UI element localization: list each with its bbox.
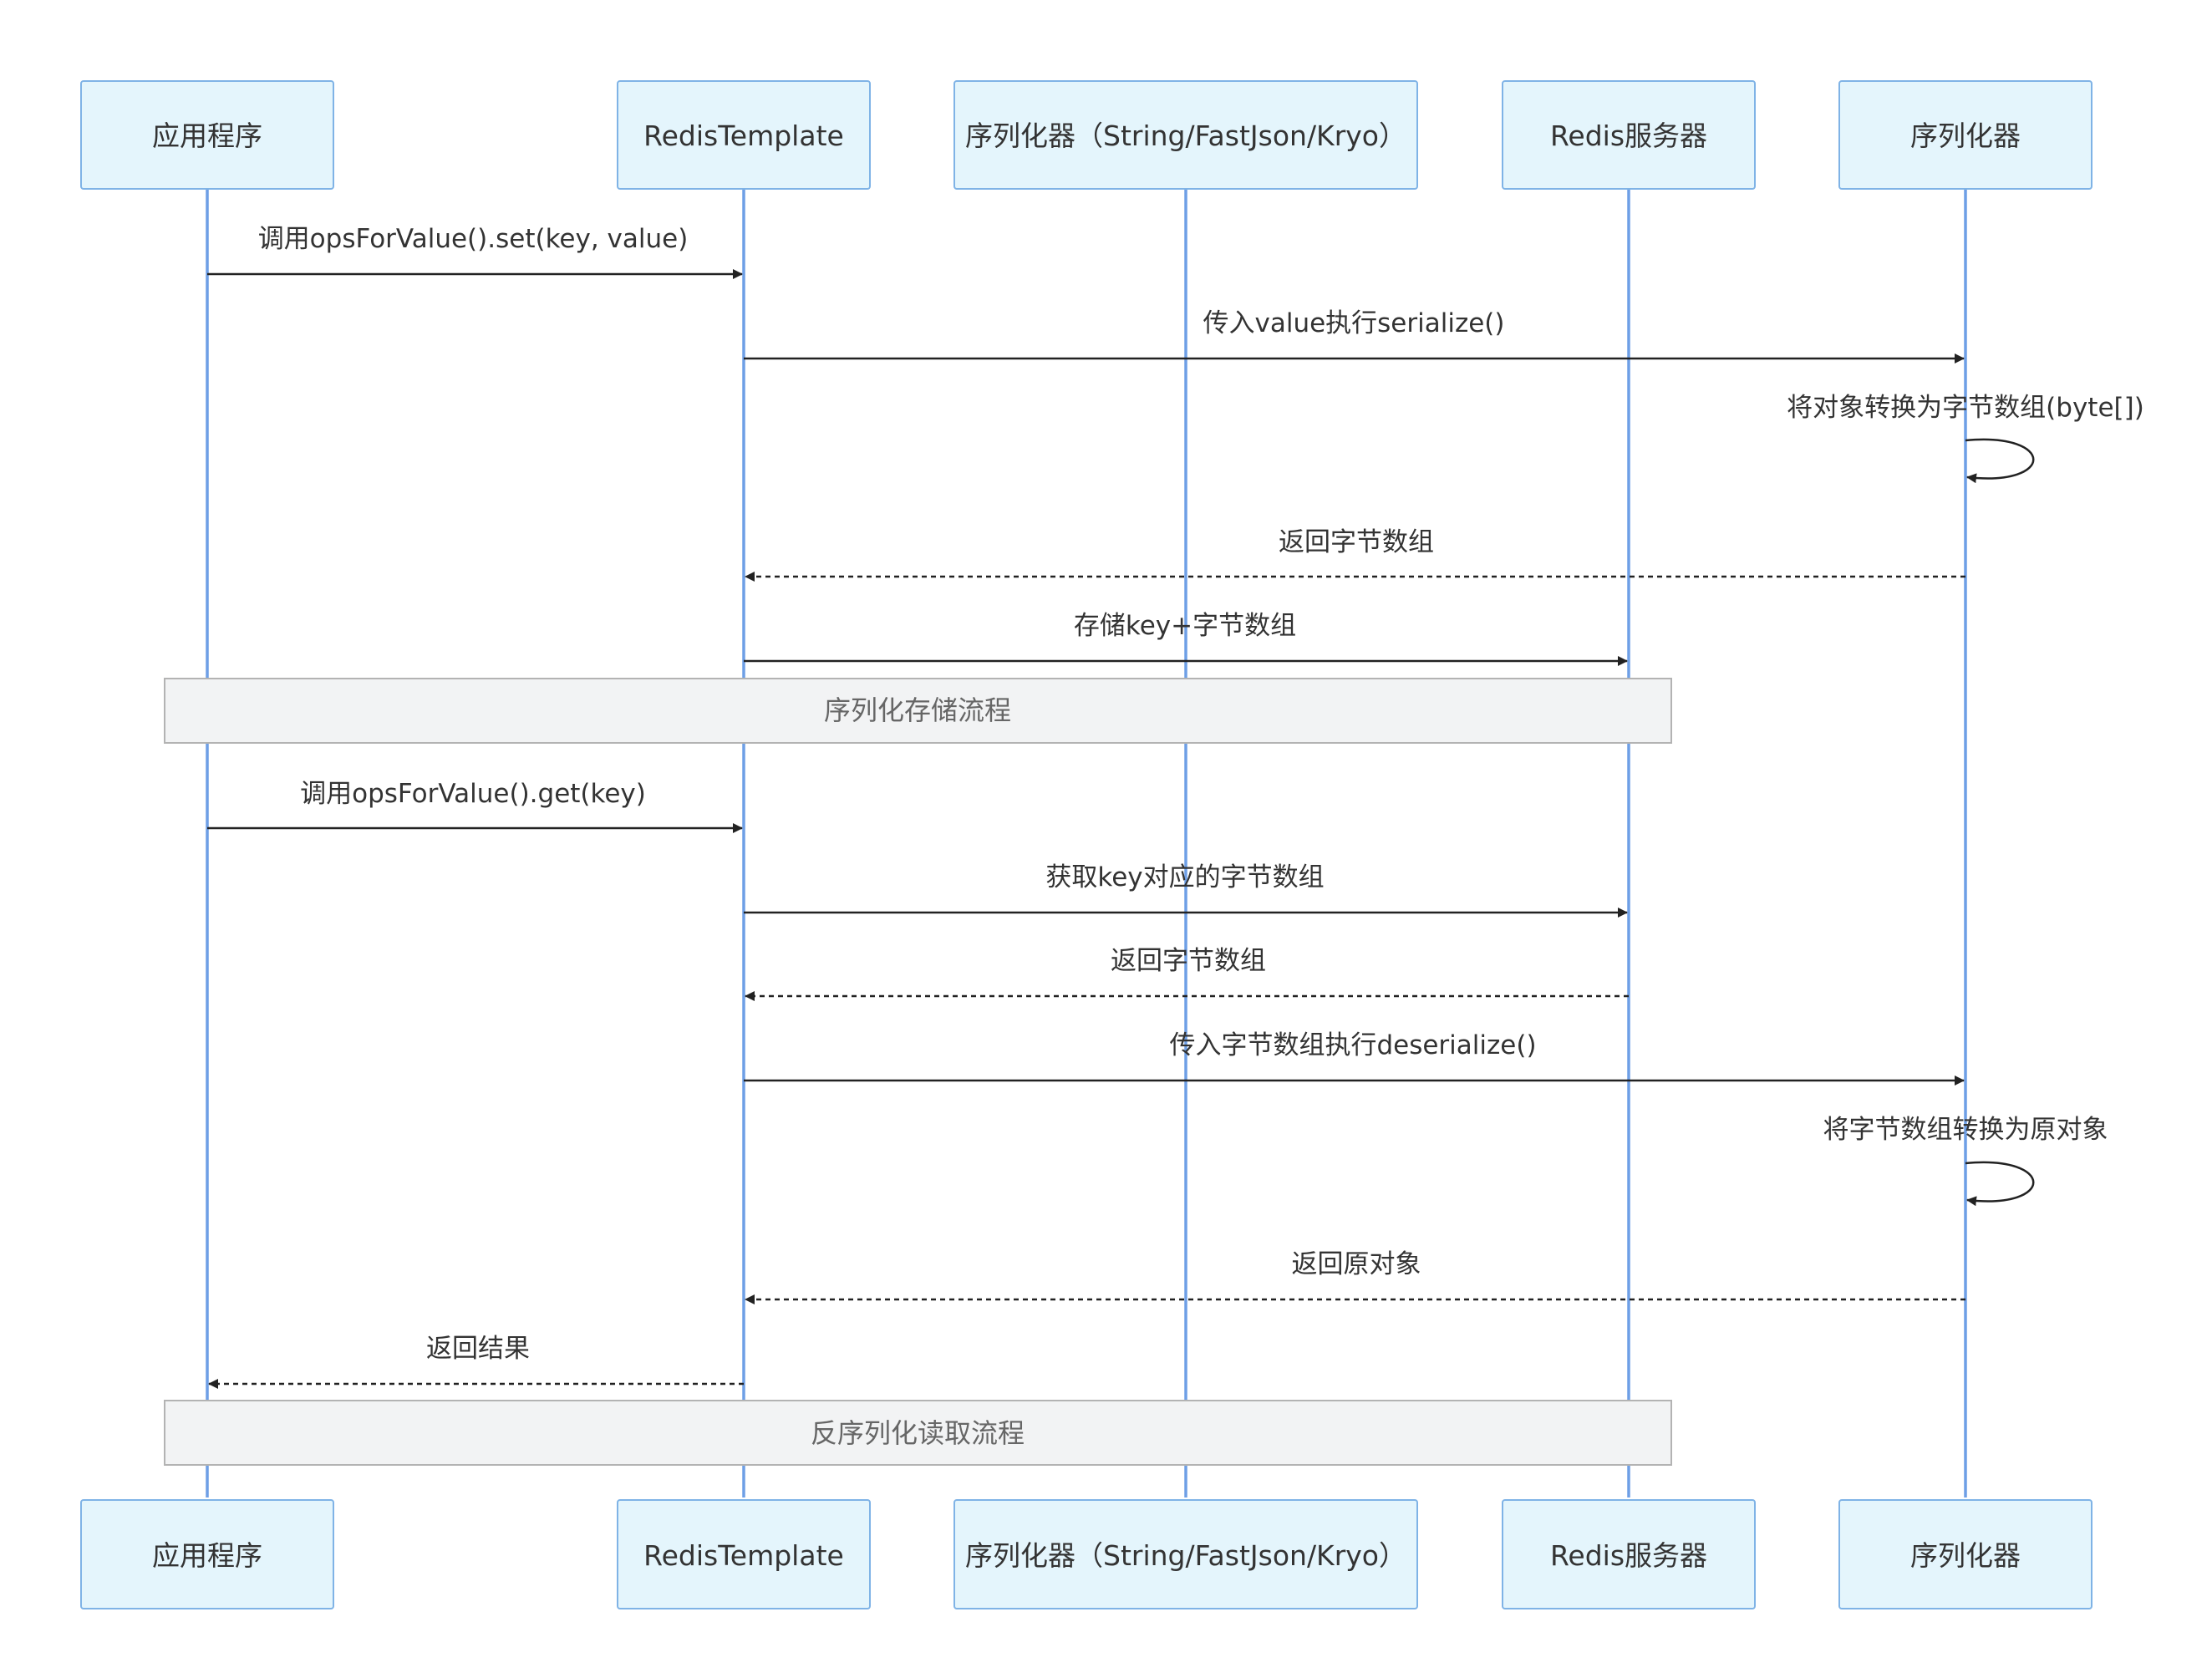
- message-serialize: 传入value执行serialize(): [744, 308, 1965, 364]
- actor-label: 应用程序: [152, 1539, 262, 1572]
- actor-label: 序列化器: [1910, 119, 2021, 152]
- self-loop-arrow: [1965, 438, 2035, 484]
- message-deserialize: 传入字节数组执行deserialize(): [744, 1030, 1965, 1086]
- actor-label: Redis服务器: [1550, 1539, 1707, 1572]
- actor-label: 序列化器（String/FastJson/Kryo）: [965, 119, 1406, 152]
- message-label: 返回字节数组: [1111, 946, 1266, 976]
- message-return-object: 返回原对象: [745, 1249, 1965, 1304]
- message-label: 返回结果: [426, 1334, 530, 1364]
- actor-serializer-bottom[interactable]: 序列化器: [1838, 1499, 2093, 1609]
- message-label: 将字节数组转换为原对象: [1823, 1115, 2108, 1145]
- message-set: 调用opsForValue().set(key, value): [207, 224, 743, 279]
- message-label: 将对象转换为字节数组(byte[]): [1787, 393, 2144, 423]
- message-label: 存储key+字节数组: [1074, 611, 1296, 641]
- actor-serializer-main-top[interactable]: 序列化器（String/FastJson/Kryo）: [953, 80, 1418, 190]
- message-label: 返回原对象: [1292, 1249, 1421, 1279]
- actor-label: 序列化器（String/FastJson/Kryo）: [965, 1539, 1406, 1572]
- actor-label: 应用程序: [152, 119, 262, 152]
- message-label: 传入value执行serialize(): [1203, 308, 1504, 338]
- actor-serializer-top[interactable]: 序列化器: [1838, 80, 2093, 190]
- actor-serializer-main-bottom[interactable]: 序列化器（String/FastJson/Kryo）: [953, 1499, 1418, 1609]
- actor-label: 序列化器: [1910, 1539, 2021, 1572]
- message-self-serialize: 将对象转换为字节数组(byte[]): [1787, 393, 2144, 484]
- message-return-bytes-redis: 返回字节数组: [745, 946, 1629, 1001]
- self-loop-arrow: [1965, 1161, 2035, 1207]
- actor-redis-server-top[interactable]: Redis服务器: [1502, 80, 1756, 190]
- message-label: 调用opsForValue().set(key, value): [258, 224, 689, 254]
- message-self-deserialize: 将字节数组转换为原对象: [1823, 1115, 2108, 1207]
- message-return-result: 返回结果: [208, 1334, 744, 1389]
- lifelines: [206, 189, 1967, 1497]
- actor-redis-server-bottom[interactable]: Redis服务器: [1502, 1499, 1756, 1609]
- actor-label: Redis服务器: [1550, 119, 1707, 152]
- messages: 调用opsForValue().set(key, value) 传入value执…: [207, 224, 2144, 666]
- note-label: 反序列化读取流程: [811, 1417, 1025, 1449]
- note-serialize-store: 序列化存储流程: [164, 678, 1672, 744]
- note-deserialize-read: 反序列化读取流程: [164, 1400, 1672, 1466]
- actors-bottom: 应用程序 RedisTemplate 序列化器（String/FastJson/…: [80, 1499, 2093, 1609]
- message-label: 返回字节数组: [1279, 527, 1434, 557]
- actor-label: RedisTemplate: [643, 1539, 844, 1572]
- actor-redistemplate-bottom[interactable]: RedisTemplate: [617, 1499, 871, 1609]
- message-fetch-bytes: 获取key对应的字节数组: [744, 862, 1628, 918]
- message-label: 调用opsForValue().get(key): [300, 779, 646, 809]
- message-get: 调用opsForValue().get(key): [207, 779, 743, 833]
- messages-read: 调用opsForValue().get(key) 获取key对应的字节数组 返回…: [207, 779, 2108, 1389]
- actors-top: 应用程序 RedisTemplate 序列化器（String/FastJson/…: [80, 80, 2093, 190]
- note-label: 序列化存储流程: [824, 694, 1011, 726]
- message-return-bytes: 返回字节数组: [745, 527, 1965, 582]
- actor-label: RedisTemplate: [643, 119, 844, 152]
- message-label: 获取key对应的字节数组: [1045, 862, 1324, 892]
- actor-redistemplate-top[interactable]: RedisTemplate: [617, 80, 871, 190]
- actor-app-top[interactable]: 应用程序: [80, 80, 334, 190]
- actor-app-bottom[interactable]: 应用程序: [80, 1499, 334, 1609]
- message-label: 传入字节数组执行deserialize(): [1169, 1030, 1536, 1060]
- message-store: 存储key+字节数组: [744, 611, 1628, 666]
